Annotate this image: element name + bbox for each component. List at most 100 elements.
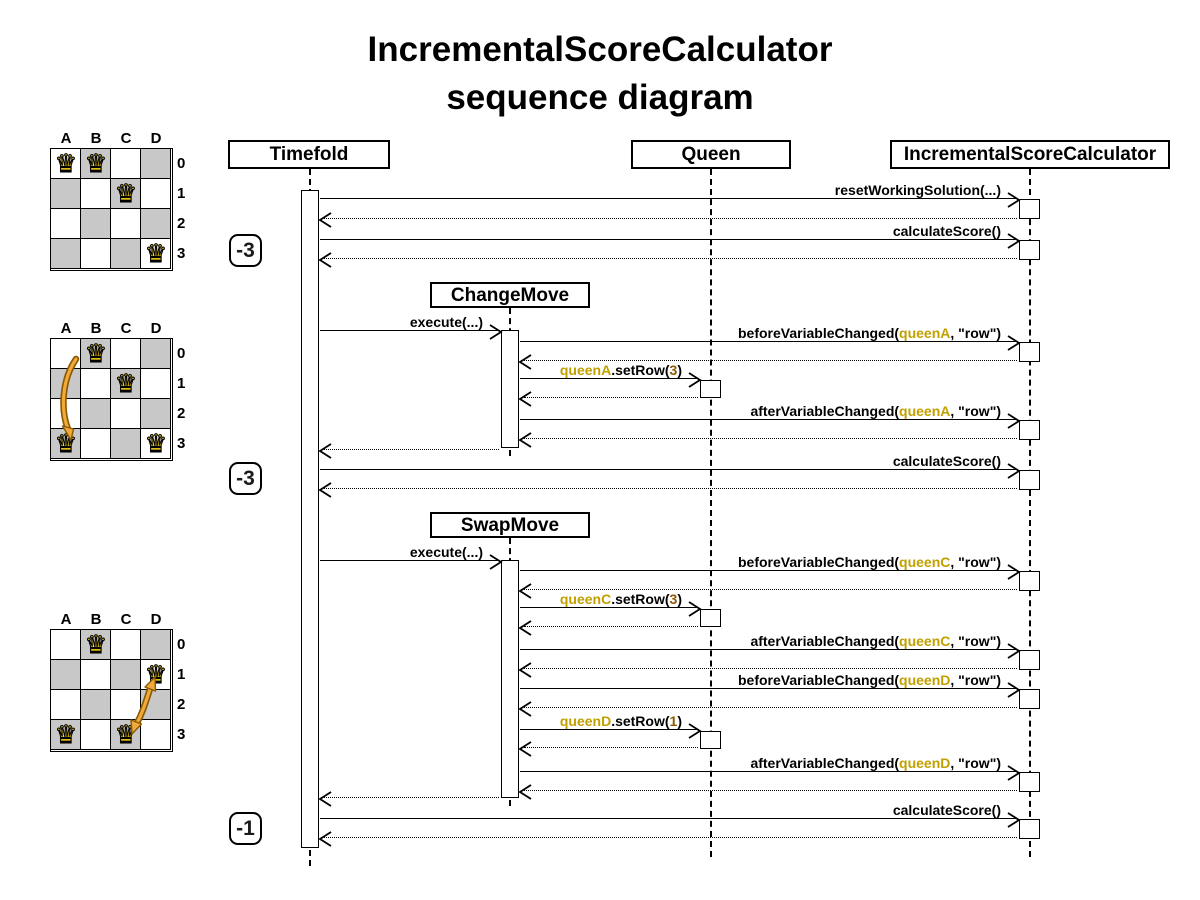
queen-icon: ♛ xyxy=(144,428,168,458)
queen-icon: ♛ xyxy=(84,338,108,368)
activation-bar xyxy=(1019,199,1040,219)
board-cell xyxy=(51,209,81,239)
arrowhead-right-icon xyxy=(688,723,702,739)
board-cell xyxy=(141,149,171,179)
arrowhead-left-icon xyxy=(518,583,532,599)
message-label: queenD.setRow(1) xyxy=(280,713,682,729)
queen-cell: ♛ xyxy=(141,428,171,459)
arrowhead-right-icon xyxy=(688,601,702,617)
arrowhead-right-icon xyxy=(1007,463,1021,479)
board-cell xyxy=(111,429,141,459)
message-label: queenA.setRow(3) xyxy=(280,362,682,378)
message-label-part: beforeVariableChanged( xyxy=(738,325,900,341)
message-call-line xyxy=(520,419,1017,420)
message-label: queenC.setRow(3) xyxy=(280,591,682,607)
board-row-label: 1 xyxy=(177,185,186,202)
message-label-part: , "row") xyxy=(950,672,1001,688)
arrowhead-left-icon xyxy=(518,432,532,448)
board-column-label: A xyxy=(60,320,72,337)
message-label-part: , "row") xyxy=(950,755,1001,771)
board-cell xyxy=(51,239,81,269)
participant-box-timefold: Timefold xyxy=(228,140,390,169)
activation-bar xyxy=(501,560,519,798)
arrowhead-left-icon xyxy=(518,662,532,678)
board-cell xyxy=(111,660,141,690)
arrowhead-left-icon xyxy=(518,741,532,757)
activation-bar xyxy=(1019,571,1040,591)
board-cell xyxy=(81,690,111,720)
message-label: afterVariableChanged(queenC, "row") xyxy=(599,633,1001,649)
message-label: afterVariableChanged(queenD, "row") xyxy=(599,755,1001,771)
arrowhead-left-icon xyxy=(318,831,332,847)
lifeline xyxy=(1029,169,1031,857)
arrowhead-right-icon xyxy=(1007,682,1021,698)
lifeline xyxy=(710,169,712,857)
board-cell xyxy=(81,399,111,429)
message-label-part: execute(...) xyxy=(409,314,483,330)
arrowhead-right-icon xyxy=(489,324,503,340)
board-cell xyxy=(111,149,141,179)
message-return-line xyxy=(324,797,499,798)
message-label-part: queenD xyxy=(899,755,951,771)
board-cell xyxy=(111,339,141,369)
message-label-part: queenA xyxy=(899,325,951,341)
message-label-part: ) xyxy=(677,713,682,729)
message-call-line xyxy=(320,469,1017,470)
board-cell xyxy=(141,399,171,429)
diagram-title-line1: IncrementalScoreCalculator xyxy=(367,30,833,69)
queen-icon: ♛ xyxy=(144,238,168,268)
message-label-part: execute(...) xyxy=(409,544,483,560)
board-row-label: 0 xyxy=(177,636,186,653)
message-label-part: 3 xyxy=(669,591,678,607)
board-column-label: C xyxy=(120,320,132,337)
message-return-line xyxy=(524,397,698,398)
message-return-line xyxy=(524,626,698,627)
arrowhead-right-icon xyxy=(1007,564,1021,580)
activation-bar xyxy=(1019,420,1040,440)
board-cell xyxy=(141,209,171,239)
message-return-line xyxy=(524,790,1017,791)
activation-bar xyxy=(700,380,721,398)
activation-bar xyxy=(1019,470,1040,490)
arrowhead-left-icon xyxy=(318,443,332,459)
swap-move-arrow-icon xyxy=(130,676,157,735)
message-label-part: afterVariableChanged( xyxy=(750,755,900,771)
message-return-line xyxy=(524,747,698,748)
diagram-title: IncrementalScoreCalculator sequence diag… xyxy=(0,26,1200,122)
arrowhead-left-icon xyxy=(518,391,532,407)
arrowhead-left-icon xyxy=(318,791,332,807)
message-label-part: , "row") xyxy=(950,325,1001,341)
board-column-label: C xyxy=(120,611,132,628)
message-label-part: , "row") xyxy=(950,554,1001,570)
queen-cell: ♛ xyxy=(81,338,111,369)
message-label: calculateScore() xyxy=(599,223,1001,239)
message-label-part: queenC xyxy=(899,633,951,649)
message-call-line xyxy=(320,560,499,561)
board-cell xyxy=(81,179,111,209)
message-call-line xyxy=(520,771,1017,772)
board-row-label: 3 xyxy=(177,435,186,452)
arrowhead-right-icon xyxy=(1007,233,1021,249)
board-cell xyxy=(81,339,111,369)
message-label-part: 3 xyxy=(669,362,678,378)
message-return-line xyxy=(324,258,1017,259)
message-label-part: ) xyxy=(677,362,682,378)
activation-bar xyxy=(301,190,319,848)
queen-icon: ♛ xyxy=(114,368,138,398)
arrowhead-right-icon xyxy=(1007,643,1021,659)
message-label-part: resetWorkingSolution(...) xyxy=(834,182,1001,198)
arrowhead-left-icon xyxy=(518,620,532,636)
message-label: afterVariableChanged(queenA, "row") xyxy=(599,403,1001,419)
queen-cell: ♛ xyxy=(51,148,81,179)
message-return-line xyxy=(524,589,1017,590)
message-label-part: ) xyxy=(677,591,682,607)
message-label-part: queenD xyxy=(559,713,612,729)
message-call-line xyxy=(520,649,1017,650)
board-cell xyxy=(51,630,81,660)
queen-cell: ♛ xyxy=(81,629,111,660)
message-label-part: beforeVariableChanged( xyxy=(738,554,900,570)
arrowhead-left-icon xyxy=(518,354,532,370)
board-column-label: C xyxy=(120,130,132,147)
board-cell xyxy=(111,179,141,209)
